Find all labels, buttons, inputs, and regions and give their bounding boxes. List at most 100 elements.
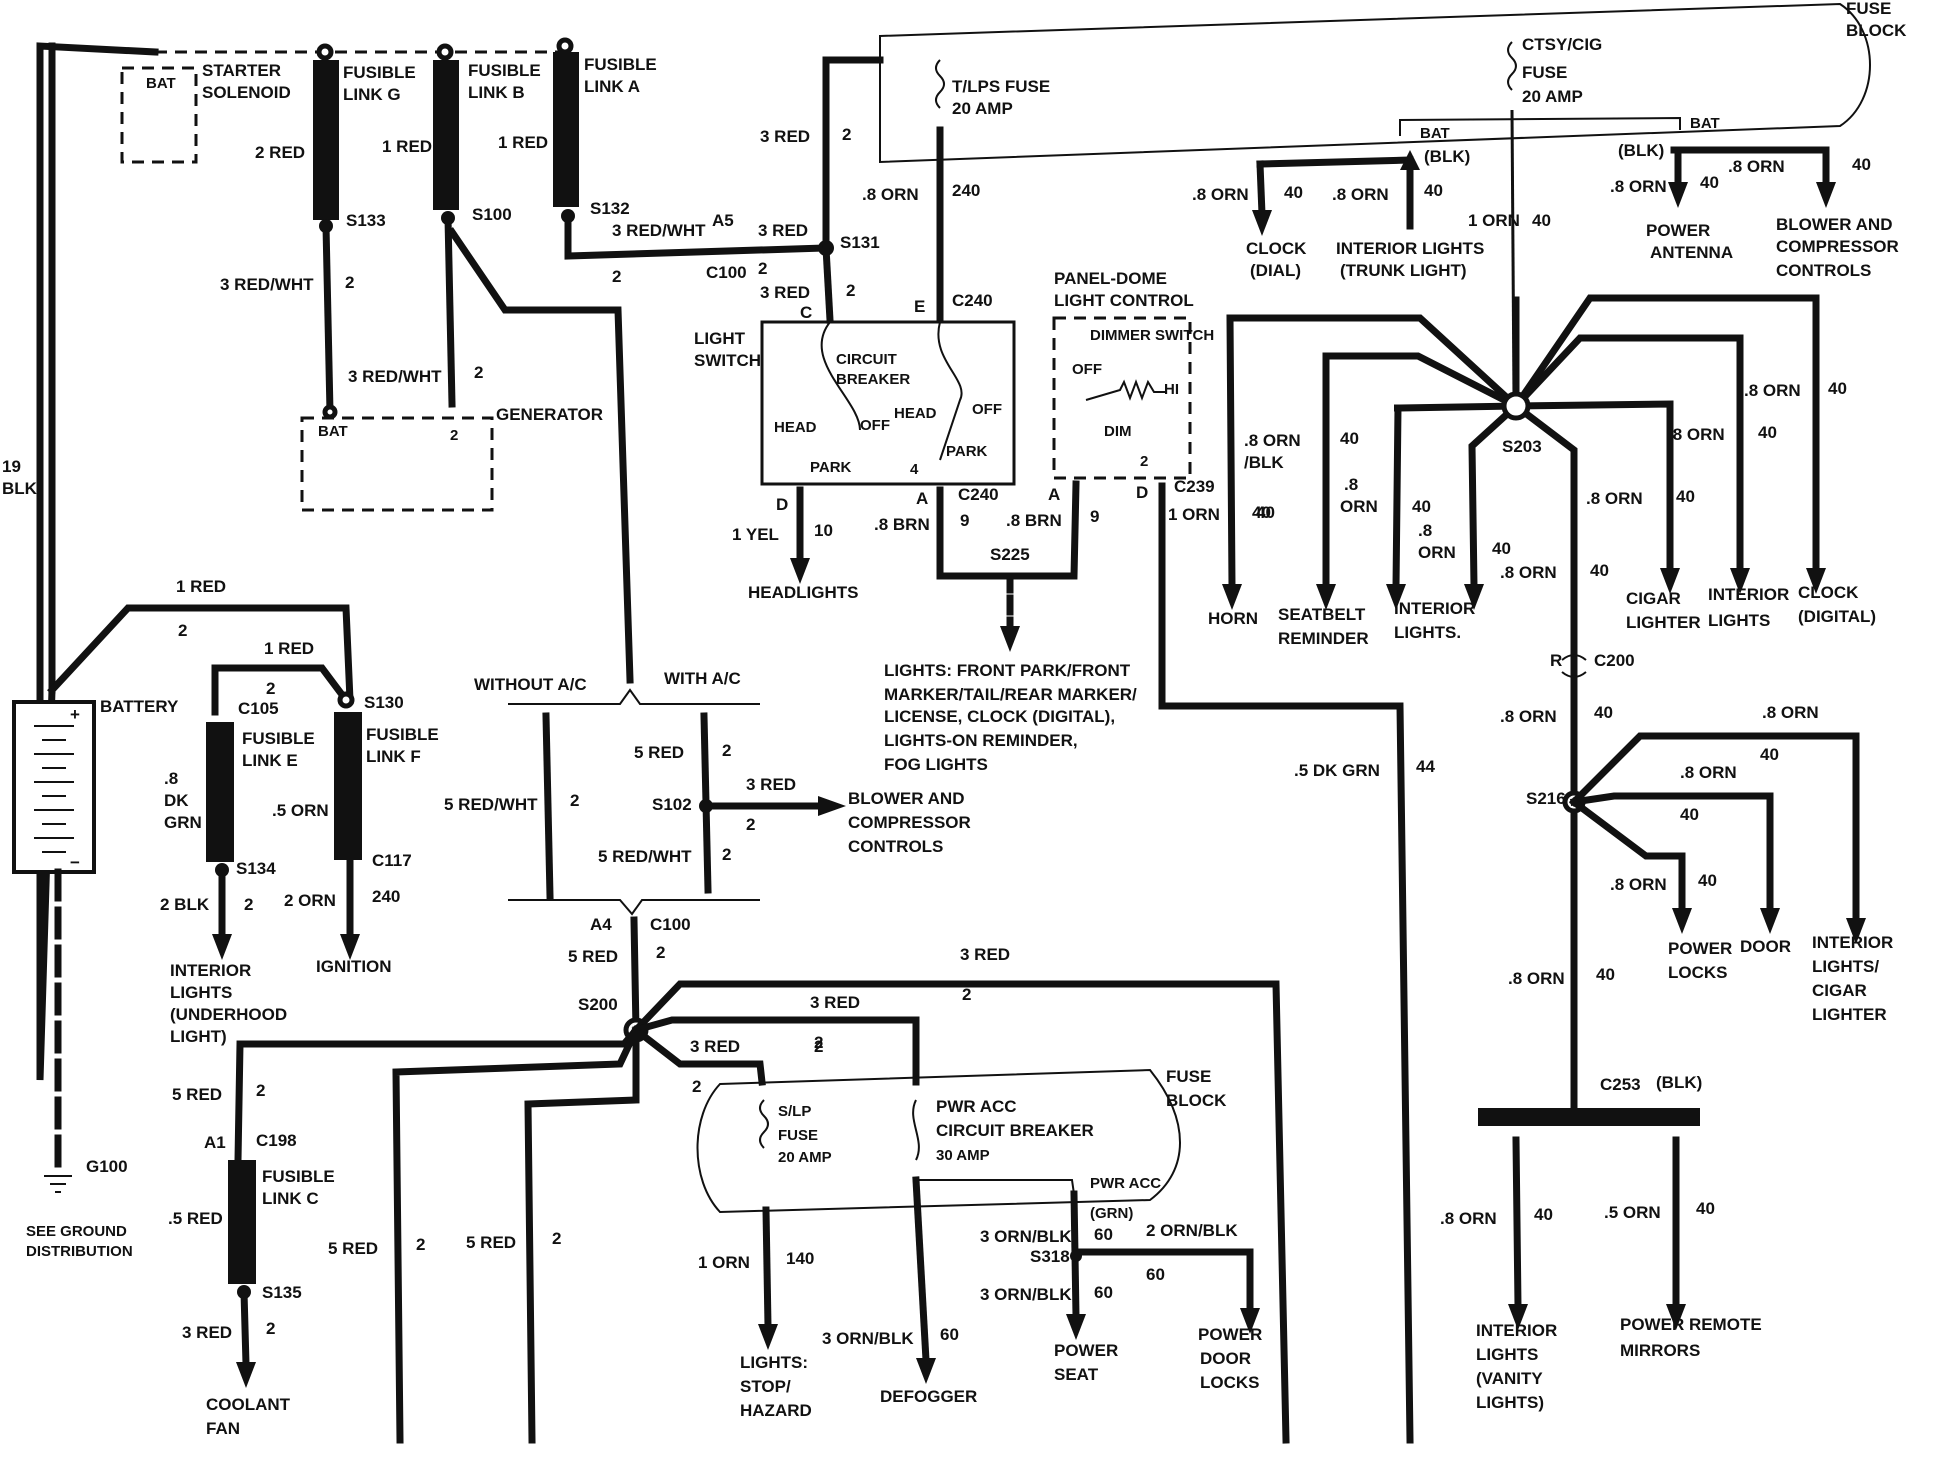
wire-c100-to-s200 xyxy=(630,916,640,1034)
orn8-g2: ORN xyxy=(1340,497,1378,516)
dkgrn5-label: .5 DK GRN xyxy=(1294,761,1380,780)
n40-k: 40 xyxy=(1676,487,1695,506)
n40-l: 40 xyxy=(1758,423,1777,442)
ls-label-1: LIGHT xyxy=(694,329,746,348)
two-w: 2 xyxy=(552,1229,561,1248)
pin-a1: A xyxy=(916,489,928,508)
defogger-label: DEFOGGER xyxy=(880,1387,977,1406)
off-1: OFF xyxy=(860,417,890,434)
ilc-4: LIGHTER xyxy=(1812,1005,1887,1024)
pwr-1: PWR ACC xyxy=(936,1097,1017,1116)
s203-node xyxy=(1501,391,1531,421)
pin-d1: D xyxy=(776,495,788,514)
starter-solenoid-box xyxy=(120,66,198,164)
a1-label: A1 xyxy=(204,1133,226,1152)
ps-2: SEAT xyxy=(1054,1365,1099,1384)
orn8-d: .8 ORN xyxy=(1610,177,1667,196)
ilc-1: INTERIOR xyxy=(1812,933,1893,952)
pd-label-1: PANEL-DOME xyxy=(1054,269,1167,288)
two-u: 2 xyxy=(266,1319,275,1338)
red5-e: 5 RED xyxy=(328,1239,378,1258)
wire-c253-left xyxy=(1512,1136,1522,1310)
n240-h: 240 xyxy=(372,887,400,906)
pdl-2: DOOR xyxy=(1200,1349,1251,1368)
c253-label: C253 xyxy=(1600,1075,1641,1094)
light-switch-box xyxy=(760,320,1016,486)
orn1-c: 1 ORN xyxy=(698,1253,750,1272)
r-pin: R xyxy=(1550,651,1562,670)
fusible-link-c xyxy=(228,1160,256,1284)
n40-m: 40 xyxy=(1828,379,1847,398)
arrow-blower-controls xyxy=(1816,182,1836,208)
fb-label-4: BLOCK xyxy=(1166,1091,1227,1110)
n40-f: 40 xyxy=(1256,503,1275,522)
two-i: 2 xyxy=(244,895,253,914)
two-o: 2 xyxy=(656,943,665,962)
ilv-1: INTERIOR xyxy=(1476,1321,1557,1340)
arrow-power-door-locks xyxy=(1240,1308,1260,1334)
bat-b: BAT xyxy=(1690,115,1720,132)
two-a: 2 xyxy=(345,273,354,292)
c100-a: C100 xyxy=(706,263,747,282)
tlps-fuse-symbol xyxy=(935,59,945,109)
blk-d: (BLK) xyxy=(1656,1073,1702,1092)
red5-f: 5 RED xyxy=(466,1233,516,1252)
slp-1: S/LP xyxy=(778,1103,811,1120)
n40-o: 40 xyxy=(1760,745,1779,764)
dkgrn-2: DK xyxy=(164,791,189,810)
link-g-label-2: LINK G xyxy=(343,85,401,104)
int-1: INTERIOR xyxy=(170,961,251,980)
pwr-acc-bus xyxy=(916,1179,1075,1195)
s203-label: S203 xyxy=(1502,437,1542,456)
redwht5-a: 5 RED/WHT xyxy=(444,795,538,814)
wire-battery-to-s130 xyxy=(47,604,354,704)
two-t: 2 xyxy=(256,1081,265,1100)
sb-1: SEATBELT xyxy=(1278,605,1366,624)
s134-label: S134 xyxy=(236,859,276,878)
red5-b: 5 RED xyxy=(568,947,618,966)
wire-to-clock-dial xyxy=(1256,160,1266,218)
off-2: OFF xyxy=(972,401,1002,418)
headlights-label: HEADLIGHTS xyxy=(748,583,859,602)
ornblk2-label: 2 ORN/BLK xyxy=(1146,1221,1238,1240)
red1-c: 1 RED xyxy=(176,577,226,596)
lt-5: FOG LIGHTS xyxy=(884,755,988,774)
orn8-m: .8 ORN xyxy=(1500,707,1557,726)
s132-label: S132 xyxy=(590,199,630,218)
ignition-label: IGNITION xyxy=(316,957,392,976)
red3-f: 3 RED xyxy=(810,993,860,1012)
n40-q: 40 xyxy=(1698,871,1717,890)
arrow-clock-dial xyxy=(1252,210,1272,236)
orn8-h1: .8 xyxy=(1418,521,1432,540)
gen-2-label: 2 xyxy=(450,427,458,444)
orn8-q: .8 ORN xyxy=(1508,969,1565,988)
two-g: 2 xyxy=(266,679,275,698)
arrow-headlights xyxy=(790,558,810,584)
il-2: (TRUNK LIGHT) xyxy=(1340,261,1467,280)
cd-1: CLOCK xyxy=(1798,583,1859,602)
n40-u: 40 xyxy=(1252,503,1271,522)
wire-stop-hazard xyxy=(762,1206,772,1330)
link-f-label-2: LINK F xyxy=(366,747,421,766)
orn8-j: .8 ORN xyxy=(1586,489,1643,508)
red3-b: 3 RED xyxy=(760,283,810,302)
orn8-n: .8 ORN xyxy=(1762,703,1819,722)
red1-b: 1 RED xyxy=(498,133,548,152)
link-e-label-2: LINK E xyxy=(242,751,298,770)
head-1: HEAD xyxy=(774,419,817,436)
lsh-2: STOP/ xyxy=(740,1377,791,1396)
n40-c: 40 xyxy=(1532,211,1551,230)
cb-1: CIRCUIT xyxy=(836,351,897,368)
n40-e: 40 xyxy=(1852,155,1871,174)
lsh-1: LIGHTS: xyxy=(740,1353,808,1372)
a5-label: A5 xyxy=(712,211,734,230)
arrow-coolant-fan xyxy=(236,1362,256,1388)
c240-a: C240 xyxy=(952,291,993,310)
link-c-label-1: FUSIBLE xyxy=(262,1167,335,1186)
clock-1: CLOCK xyxy=(1246,239,1307,258)
fuse-block-bottom xyxy=(696,1068,1181,1214)
n140-label: 140 xyxy=(786,1249,814,1268)
blk2-label: 2 BLK xyxy=(160,895,210,914)
red3-g: 3 RED xyxy=(690,1037,740,1056)
n60-b: 60 xyxy=(1094,1225,1113,1244)
